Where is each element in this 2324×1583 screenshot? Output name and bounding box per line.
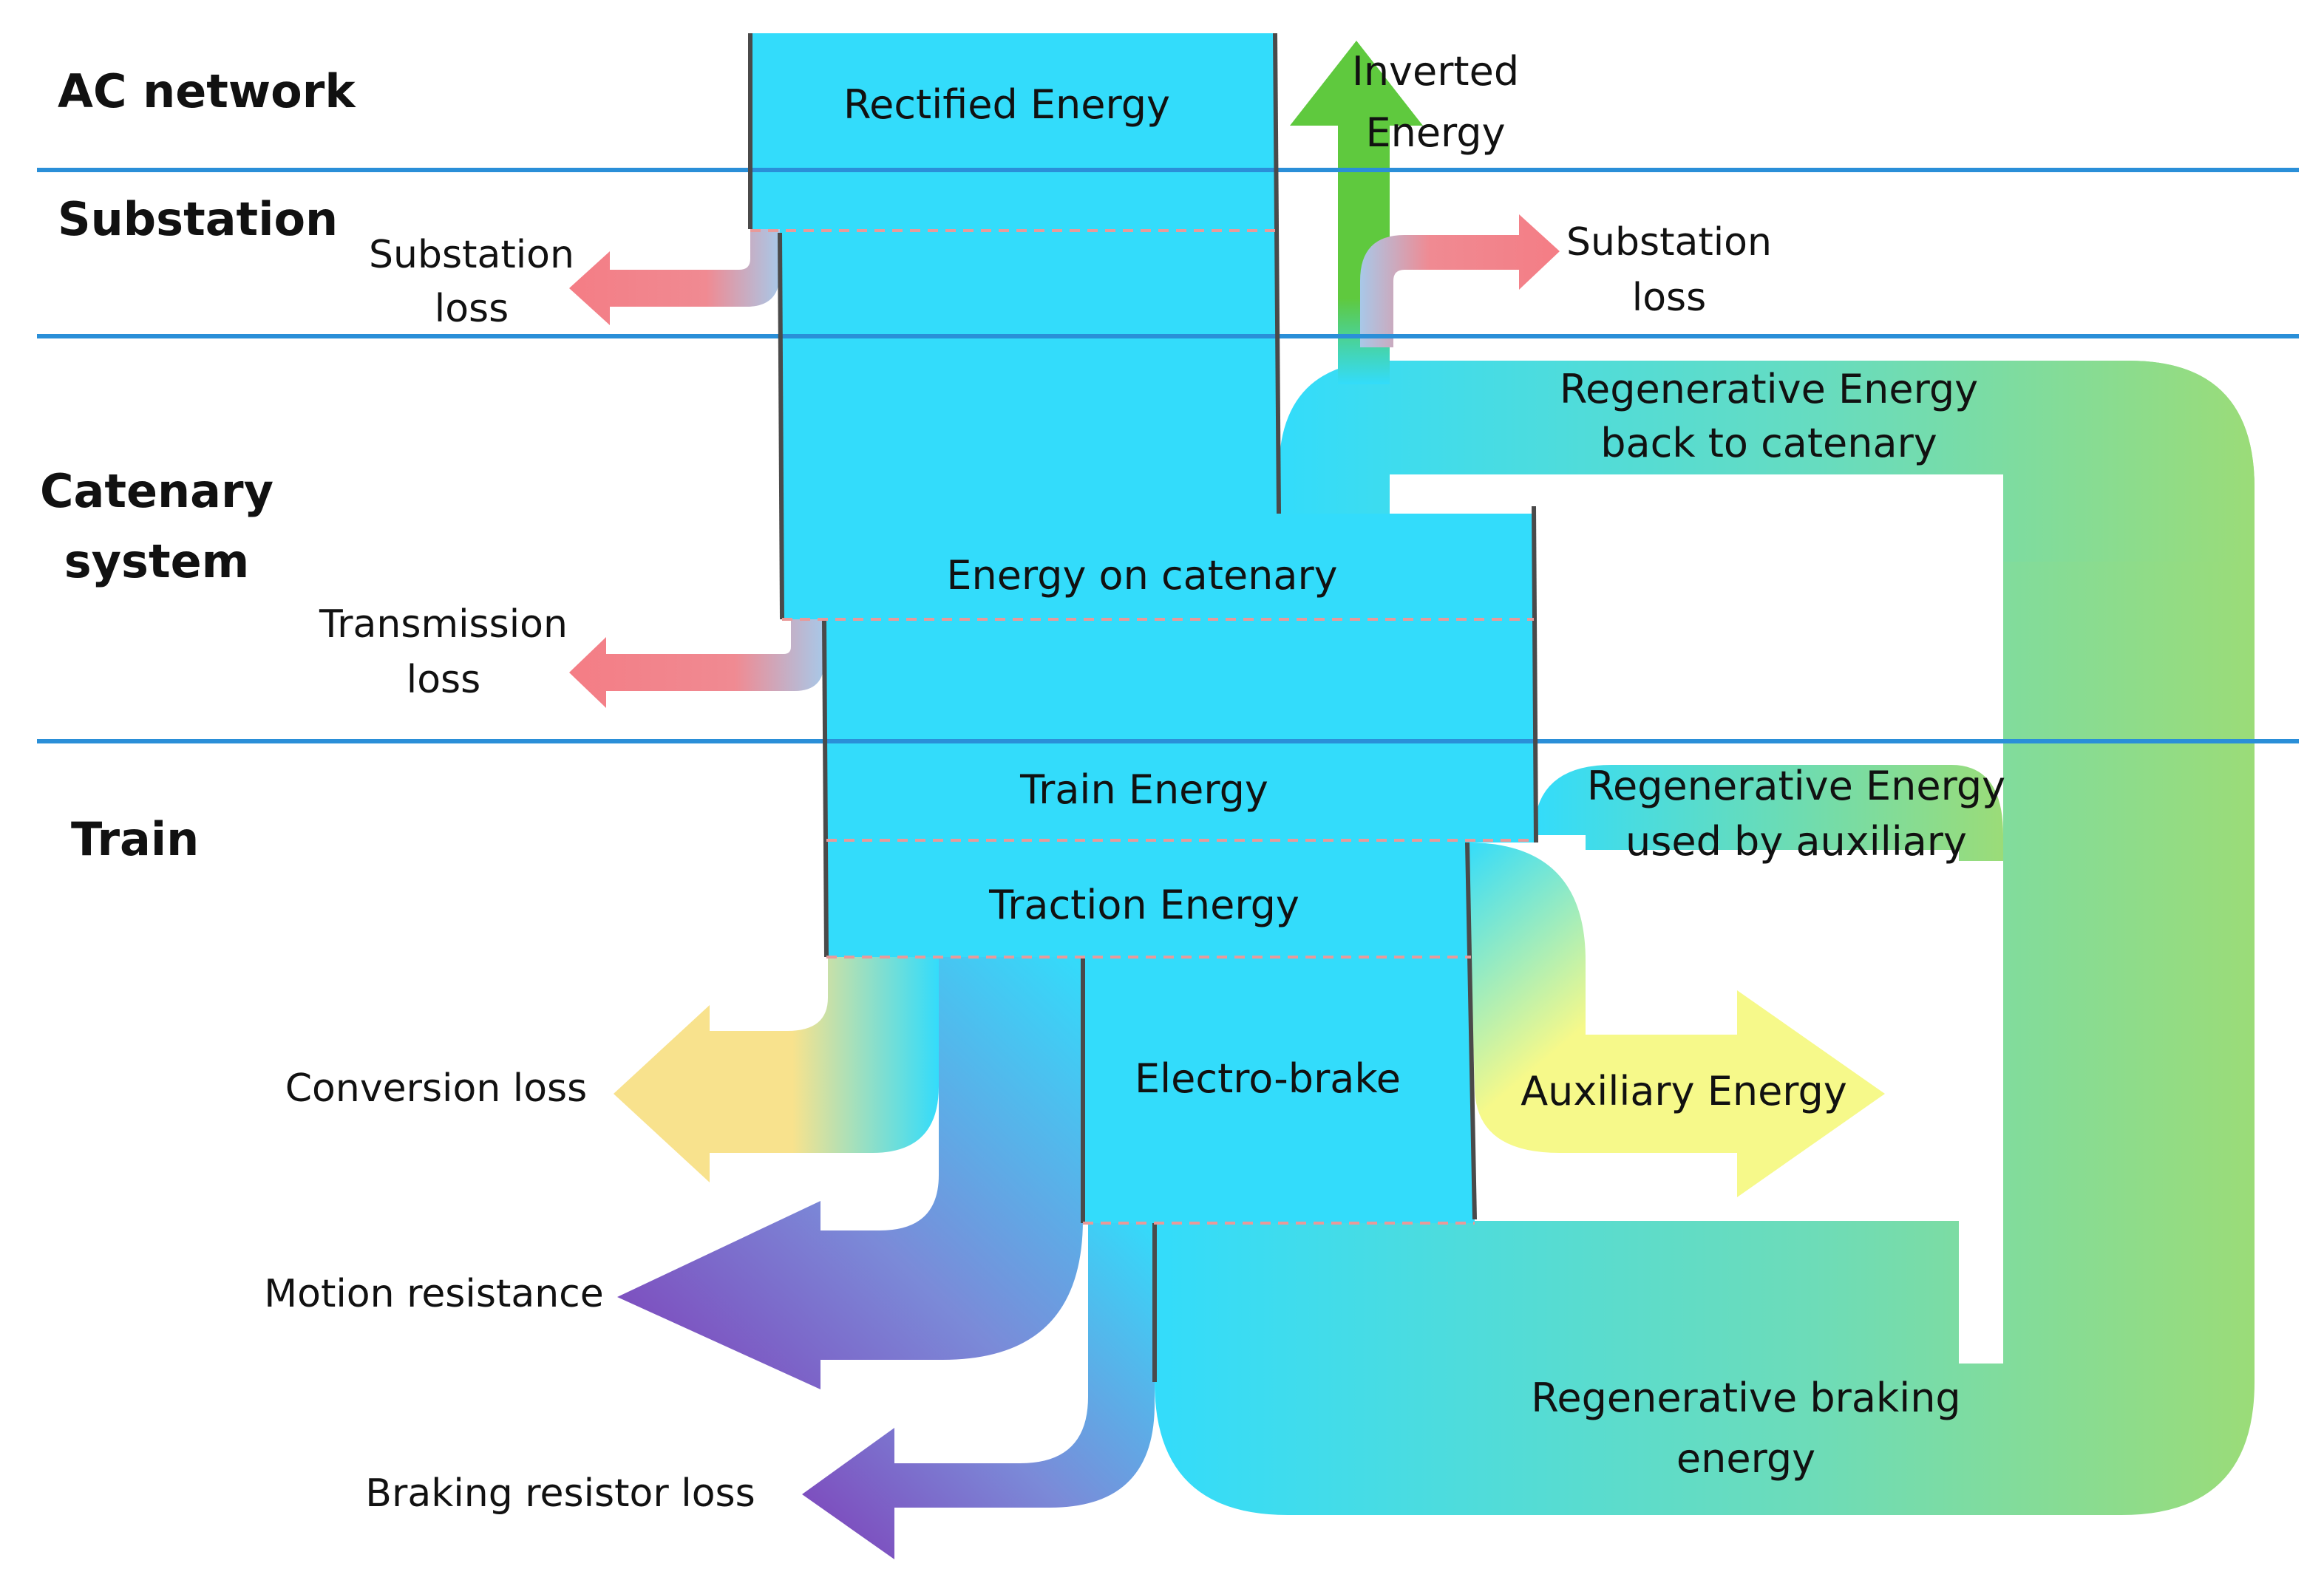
label-auxiliary-energy: Auxiliary Energy bbox=[1521, 1068, 1847, 1114]
label-transmission-loss-line1: Transmission bbox=[319, 602, 568, 647]
zone-label-catenary-line2: system bbox=[64, 534, 250, 588]
label-regen-aux-line2: used by auxiliary bbox=[1625, 818, 1967, 865]
zone-label-catenary-line1: Catenary bbox=[40, 464, 273, 518]
conversion-loss-arrow bbox=[614, 957, 939, 1182]
transmission-loss-arrow bbox=[569, 619, 824, 708]
substation-loss-left-arrow bbox=[569, 229, 780, 325]
label-transmission-loss-line2: loss bbox=[407, 658, 480, 702]
regen-braking-flow bbox=[1155, 361, 2255, 1515]
label-substation-loss-right-line2: loss bbox=[1632, 276, 1706, 320]
label-train-energy: Train Energy bbox=[1019, 766, 1268, 813]
zone-label-train: Train bbox=[71, 812, 199, 866]
label-substation-loss-right-line1: Substation bbox=[1566, 220, 1772, 265]
label-regen-braking-line1: Regenerative braking bbox=[1531, 1375, 1960, 1421]
substation-loss-right-arrow bbox=[1360, 214, 1560, 347]
label-substation-loss-left-line1: Substation bbox=[369, 233, 574, 277]
braking-resistor-arrow bbox=[802, 1221, 1155, 1559]
right-edge-traction bbox=[1465, 842, 1477, 1220]
right-edge-rectified bbox=[1273, 33, 1281, 514]
label-rectified-energy: Rectified Energy bbox=[843, 81, 1170, 128]
label-braking-resistor-loss: Braking resistor loss bbox=[365, 1471, 755, 1516]
label-regen-back-line2: back to catenary bbox=[1600, 420, 1937, 466]
label-substation-loss-left-line2: loss bbox=[435, 287, 509, 331]
left-edge-substation bbox=[778, 232, 784, 620]
left-edge-catenary bbox=[822, 619, 829, 958]
regen-aux-flow bbox=[1534, 765, 2003, 861]
motion-resistance-arrow bbox=[617, 957, 1083, 1389]
label-regen-braking-line2: energy bbox=[1676, 1435, 1815, 1482]
label-traction-energy: Traction Energy bbox=[988, 882, 1299, 928]
zone-label-ac-network: AC network bbox=[58, 64, 356, 118]
auxiliary-energy-arrow bbox=[1467, 842, 1885, 1197]
label-motion-resistance: Motion resistance bbox=[264, 1272, 603, 1316]
label-regen-aux-line1: Regenerative Energy bbox=[1587, 763, 2005, 809]
label-electro-brake: Electro-brake bbox=[1135, 1055, 1401, 1102]
label-regen-back-line1: Regenerative Energy bbox=[1560, 366, 1978, 412]
main-energy-trunk bbox=[750, 33, 1534, 1223]
label-inverted-energy-line2: Energy bbox=[1365, 109, 1505, 156]
zone-label-substation: Substation bbox=[58, 192, 338, 246]
label-conversion-loss: Conversion loss bbox=[285, 1066, 588, 1111]
label-inverted-energy-line1: Inverted bbox=[1352, 48, 1519, 95]
right-edge-catenary bbox=[1532, 505, 1538, 843]
regen-back-flow bbox=[1279, 361, 2255, 562]
label-energy-on-catenary: Energy on catenary bbox=[946, 552, 1337, 599]
